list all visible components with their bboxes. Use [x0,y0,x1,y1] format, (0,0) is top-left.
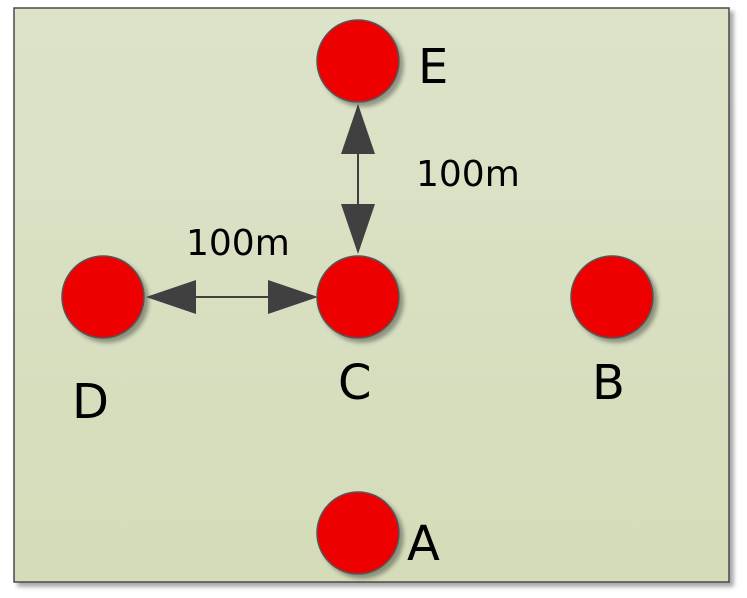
arrow-c-e [341,104,375,254]
node-e-label: E [418,39,448,95]
arrow-d-c [146,280,318,314]
node-a-label: A [407,516,440,572]
node-a [316,491,400,575]
node-c-label: C [338,355,372,411]
distance-label-c-e: 100m [416,154,520,195]
node-c [316,255,400,339]
distance-label-c-d: 100m [186,223,290,264]
node-b [570,255,654,339]
node-e [316,19,400,103]
node-b-label: B [592,355,625,411]
node-d [61,255,145,339]
node-d-label: D [72,374,109,430]
